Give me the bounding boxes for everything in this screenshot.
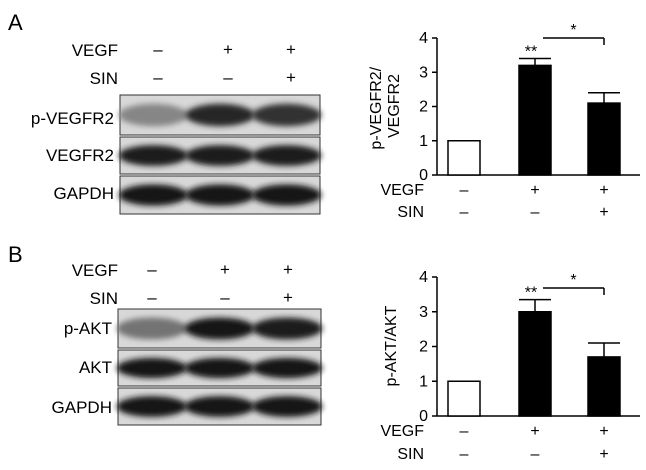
condition-sign: + [283,260,293,279]
bar [518,311,552,417]
blot-band [118,184,188,206]
blot-label: p-AKT [64,319,112,338]
condition-label: VEGF [380,423,424,440]
condition-sign: + [599,204,608,221]
condition-sign: – [147,260,157,279]
condition-sign: + [599,446,608,463]
blot-band [251,317,323,340]
blot-band [185,103,255,127]
bar [587,356,621,417]
condition-sign: – [460,204,469,221]
condition-label: VEGF [72,261,118,280]
condition-sign: + [530,423,539,440]
panel-a-blots: p-VEGFR2 VEGFR2 GAPDH [31,94,322,215]
ylabel-line: p-VEGFR2/ [368,66,385,149]
ylabel-line: VEGFR2 [386,74,403,138]
blot-strip [116,387,323,426]
condition-sign: – [531,204,540,221]
blot-strip [118,175,322,215]
y-tick-label: 4 [419,269,428,286]
condition-sign: – [531,446,540,463]
condition-sign: – [223,68,233,87]
condition-label: SIN [90,289,118,308]
panel-b-conditions: VEGF – + + SIN – – + [72,260,293,308]
bar [587,102,621,176]
significance-label: ** [525,44,537,61]
y-tick-label: 0 [419,167,428,184]
condition-sign: – [153,68,163,87]
blot-band [251,184,322,206]
condition-label: SIN [397,204,424,221]
condition-sign: + [223,40,233,59]
condition-sign: + [220,260,230,279]
blot-band [251,145,322,166]
blot-band [185,184,255,206]
y-tick-label: 2 [419,339,428,356]
significance-label: * [570,22,576,39]
condition-label: VEGF [72,41,118,60]
condition-sign: + [283,288,293,307]
panel-a-conditions: VEGF – + + SIN – – + [72,40,296,88]
condition-sign: – [460,446,469,463]
condition-sign: – [220,288,230,307]
bar [447,380,481,417]
blot-band [184,357,255,379]
condition-sign: + [599,423,608,440]
y-tick-label: 0 [419,408,428,425]
y-tick-label: 1 [419,373,428,390]
blot-label: AKT [79,358,112,377]
blot-band [116,357,188,379]
condition-sign: – [153,40,163,59]
panel-a-letter: A [8,10,23,35]
significance-label: * [570,272,576,289]
condition-sign: – [147,288,157,307]
condition-sign: + [530,182,539,199]
blot-band [251,357,323,379]
blot-strip [118,136,322,175]
blot-band [184,396,255,417]
condition-label: VEGF [380,182,424,199]
condition-label: SIN [90,69,118,88]
y-tick-label: 1 [419,133,428,150]
blot-label: GAPDH [52,398,112,417]
condition-sign: + [286,68,296,87]
blot-band [116,396,188,417]
blot-strip [116,349,323,387]
blot-band [118,145,188,166]
blot-label: p-VEGFR2 [31,109,114,128]
y-tick-label: 3 [419,304,428,321]
condition-sign: + [599,182,608,199]
condition-sign: – [460,182,469,199]
panel-b-blots: p-AKT AKT GAPDH [52,308,323,426]
blot-band [184,317,255,340]
blot-band [185,145,255,166]
y-tick-label: 4 [419,30,428,47]
condition-sign: – [460,423,469,440]
blot-band [118,103,188,127]
blot-band [251,103,322,127]
blot-band [116,317,188,340]
significance-label: ** [525,285,537,302]
y-tick-label: 2 [419,99,428,116]
chart-a-ylabel: p-VEGFR2/ VEGFR2 [368,62,403,149]
bar [447,140,481,176]
blot-label: GAPDH [54,184,114,203]
panel-b-letter: B [8,242,23,267]
blot-strip [118,94,322,136]
blot-band [251,396,323,417]
blot-label: VEGFR2 [46,146,114,165]
condition-sign: + [286,40,296,59]
y-tick-label: 3 [419,64,428,81]
blot-strip [116,308,323,349]
bar [518,64,552,176]
condition-label: SIN [397,446,424,463]
chart-b-ylabel: p-AKT/AKT [383,305,400,386]
